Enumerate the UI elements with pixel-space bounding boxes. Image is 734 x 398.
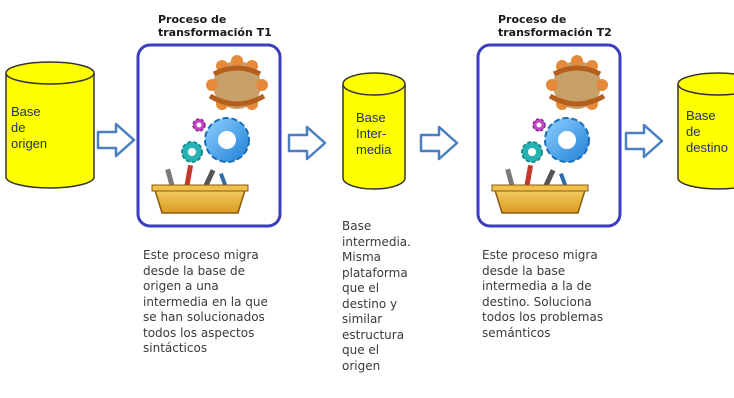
database-origin-label: Base de origen — [11, 104, 48, 151]
intermediate-description: Base intermedia. Misma plataforma que el… — [342, 219, 411, 373]
cylinder-destination-body — [677, 84, 734, 190]
process-t2-title: Proceso de transformación T2 — [498, 13, 612, 39]
arrow-t1-to-intermediate — [287, 125, 327, 161]
arrow-origin-to-t1 — [96, 122, 136, 158]
cylinder-intermediate — [342, 72, 406, 190]
process-t2-description: Este proceso migra desde la base interme… — [482, 248, 604, 340]
cylinder-destination — [677, 72, 734, 190]
cylinder-origin-top — [5, 61, 95, 85]
cylinder-origin — [5, 61, 95, 189]
arrow-t2-to-destination — [624, 123, 664, 159]
cylinder-origin-body — [5, 73, 95, 189]
arrow-intermediate-to-t2 — [419, 125, 459, 161]
database-intermediate-label: Base Inter- media — [356, 110, 392, 157]
process-t1-title: Proceso de transformación T1 — [158, 13, 272, 39]
cylinder-intermediate-body — [342, 84, 406, 190]
process-t1-description: Este proceso migra desde la base de orig… — [143, 248, 268, 355]
cylinder-intermediate-top — [342, 72, 406, 96]
database-destination-label: Base de destino — [686, 108, 728, 155]
cylinder-destination-top — [677, 72, 734, 96]
